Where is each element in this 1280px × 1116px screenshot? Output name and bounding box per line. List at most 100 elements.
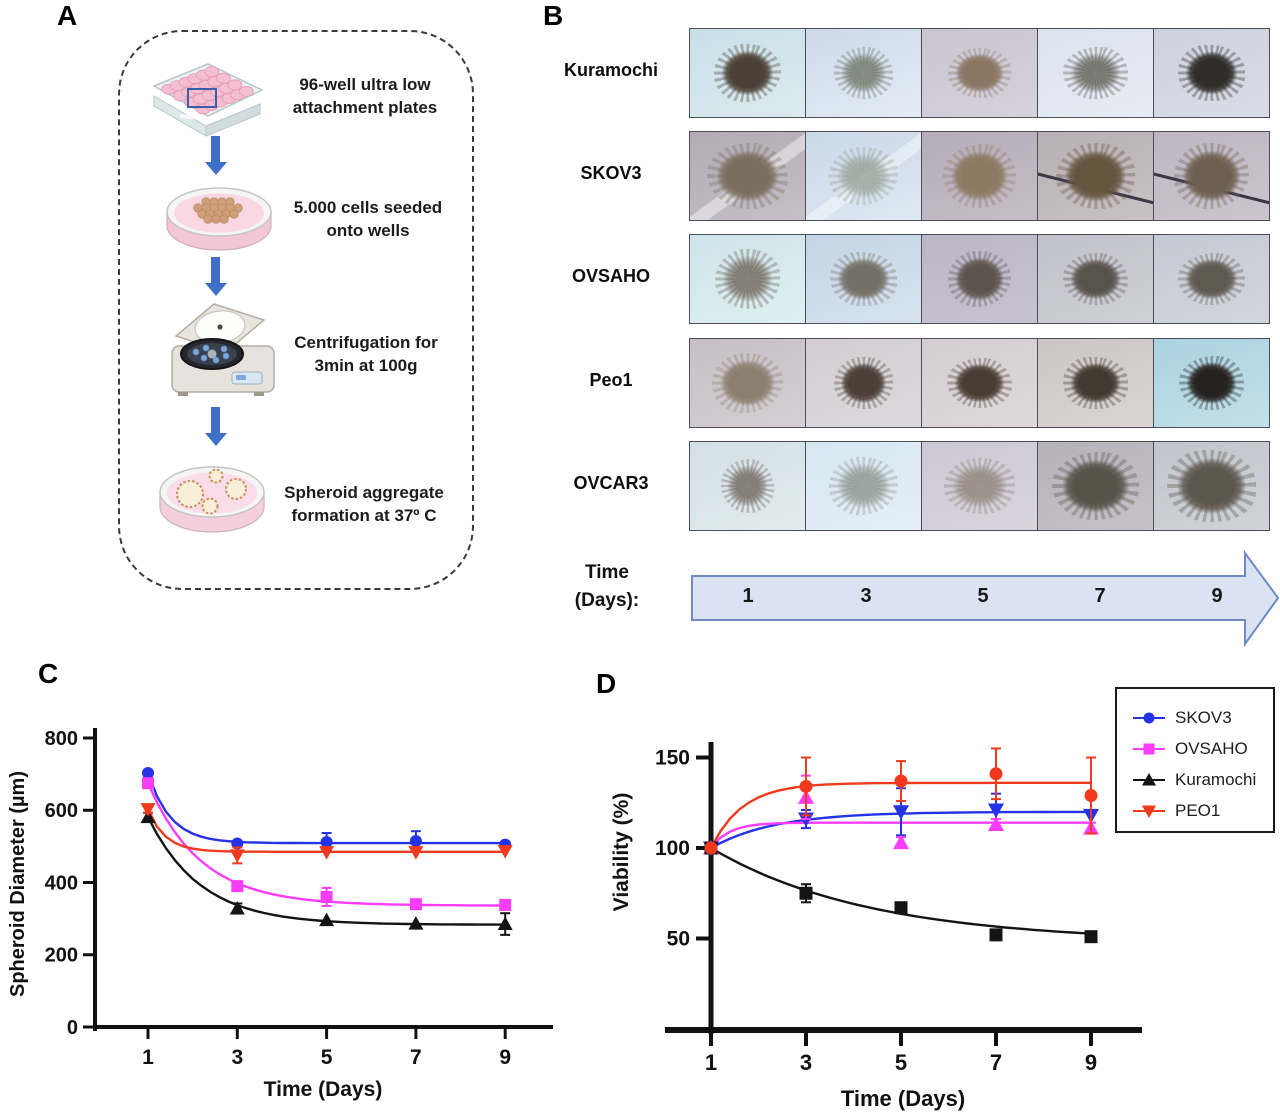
fit-curve-Kuramochi [710,846,1092,935]
series-Kuramochi [140,809,513,936]
row-label-Kuramochi: Kuramochi [563,60,659,80]
micrograph-SKOV3-day5 [921,131,1038,221]
x-tick-label: 7 [990,1050,1002,1075]
plate-96well-icon [152,63,264,137]
spheroid-blob [1051,451,1140,521]
micrograph-SKOV3-day9 [1153,131,1270,221]
row-label-SKOV3: SKOV3 [580,163,642,183]
x-axis [93,1025,553,1029]
y-tick-label: 800 [45,728,78,750]
micrograph-row-Kuramochi [689,28,1270,118]
legend-label: Kuramochi [1175,769,1257,789]
micrograph-Peo1-day1 [689,338,806,428]
spheroid-blob [948,48,1011,98]
workflow-outline [118,30,474,590]
y-tick-label: 50 [667,928,690,951]
time-day-7: 7 [1094,585,1106,607]
x-tick-label: 9 [499,1046,511,1069]
micrograph-OVCAR3-day3 [805,441,922,531]
micrograph-row-OVSAHO [689,234,1270,324]
legend-marker-triangle-up-icon [1133,772,1165,785]
y-tick-label: 150 [655,747,690,770]
spheroid-blob [1166,449,1257,523]
micrograph-OVCAR3-day1 [689,441,806,531]
spheroid-blob [1178,253,1245,305]
row-label-OVSAHO: OVSAHO [571,266,650,286]
y-tick-label: 200 [45,945,78,967]
series-PEO1 [140,803,513,865]
micrograph-Peo1-day7 [1037,338,1154,428]
spheroid-blob [833,356,894,410]
spheroid-blob [1178,44,1245,102]
step-caption: 5.000 cells seeded onto wells [293,198,443,240]
micrograph-row-Peo1 [689,338,1270,428]
micrograph-OVCAR3-day5 [921,441,1038,531]
spheroid-blob [942,144,1017,208]
y-axis-title: Viability (%) [610,793,633,912]
micrograph-OVSAHO-day5 [921,234,1038,324]
spheroid-blob [1063,356,1128,410]
legend-item-OVSAHO: OVSAHO [1131,733,1273,764]
spheroid-blob [833,47,894,99]
spheroid-blob [1063,46,1128,100]
legend-marker-triangle-down-icon [1133,805,1165,818]
spheroid-blob [830,251,897,307]
time-axis-label-line2: (Days): [574,590,640,611]
micrograph-Peo1-day9 [1153,338,1270,428]
series-OVSAHO [142,777,512,911]
x-tick-label: 5 [895,1050,907,1075]
time-axis-label-line1: Time [584,562,629,583]
series-PEO1 [704,747,1098,855]
y-tick-label: 0 [67,1017,78,1039]
panel-c-label: C [38,658,59,689]
spheroid-blob [711,353,784,413]
legend-marker-square-icon [1133,743,1165,754]
spheroid-blob [1056,143,1135,209]
panel-d-label: D [596,668,617,699]
micrograph-Kuramochi-day9 [1153,28,1270,118]
time-day-9: 9 [1211,585,1223,607]
down-arrow-icon [211,257,220,283]
micrograph-row-SKOV3 [689,131,1270,221]
seeded-cells [193,197,243,224]
legend-item-SKOV3: SKOV3 [1131,702,1273,733]
y-tick-label: 100 [655,837,690,860]
micrograph-OVCAR3-day7 [1037,441,1154,531]
y-axis [93,728,97,1031]
legend-label: OVSAHO [1175,738,1248,758]
spheroid-blob [829,146,898,206]
time-day-5: 5 [977,585,989,607]
spheroid-blob [707,142,788,210]
micrograph-SKOV3-day3 [805,131,922,221]
x-axis-title: Time (Days) [264,1078,383,1101]
spheroid-blob [947,358,1012,408]
micrograph-Peo1-day3 [805,338,922,428]
panel-a-label: A [57,0,78,31]
x-tick-label: 9 [1085,1050,1097,1075]
time-arrow [691,549,1280,648]
panel-b-label: B [543,0,564,31]
petri-dish-spheroids-icon [159,466,265,533]
x-tick-label: 1 [705,1050,717,1075]
spheroid-blob [1179,355,1244,411]
legend-item-Kuramochi: Kuramochi [1131,764,1273,795]
time-day-1: 1 [742,585,754,607]
step-caption: 96-well ultra low attachment plates [292,75,438,117]
micrograph-Kuramochi-day3 [805,28,922,118]
micrograph-OVCAR3-day9 [1153,441,1270,531]
x-tick-label: 5 [321,1046,333,1069]
micrograph-Peo1-day5 [921,338,1038,428]
row-label-Peo1: Peo1 [589,370,633,390]
step-caption: Spheroid aggregate formation at 37º C [284,483,444,525]
y-tick-label: 600 [45,800,78,822]
legend-label: SKOV3 [1175,707,1232,727]
micrograph-OVSAHO-day3 [805,234,922,324]
spheroid-blob [1173,143,1250,209]
micrograph-Kuramochi-day7 [1037,28,1154,118]
x-tick-label: 7 [410,1046,422,1069]
spheroid-blob [714,43,781,103]
x-axis-title: Time (Days) [841,1086,965,1111]
